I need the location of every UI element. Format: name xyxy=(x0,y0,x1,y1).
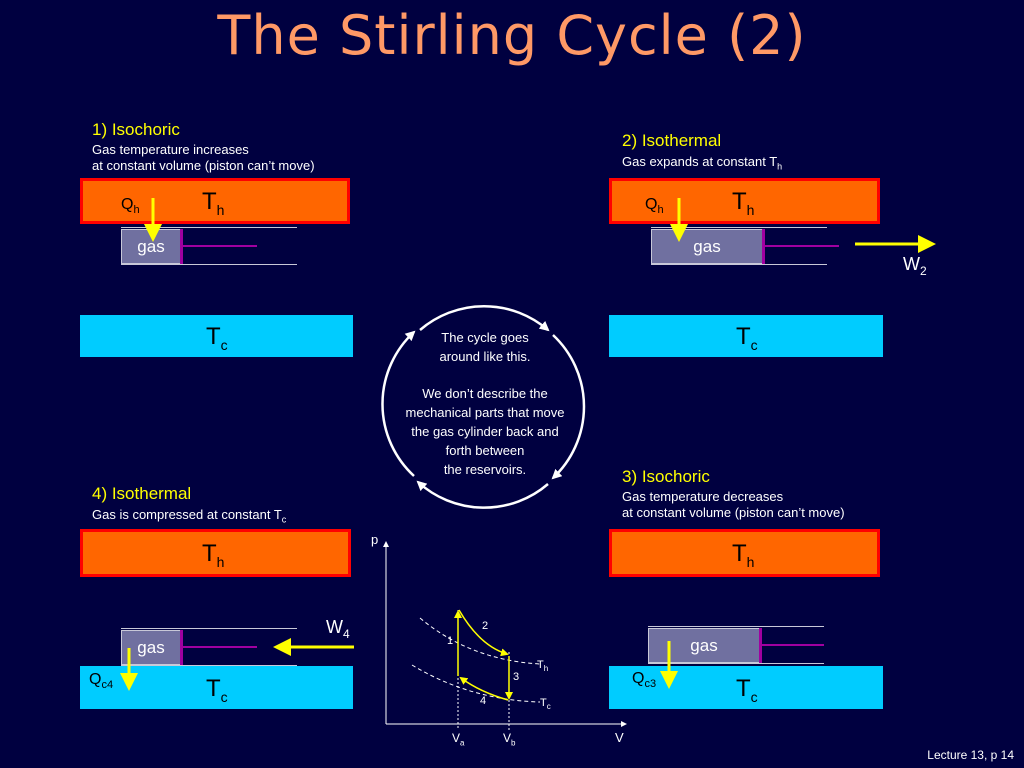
th-label-3: Th xyxy=(732,540,755,570)
pv-v-label: V xyxy=(615,730,624,745)
pv-process-4 xyxy=(459,676,509,701)
step3-description: Gas temperature decreases at constant vo… xyxy=(622,489,845,521)
pv-va-label: Va xyxy=(452,731,465,748)
cycle-note-line2: around like this. xyxy=(439,349,531,364)
step3-desc-line1: Gas temperature decreases xyxy=(622,489,784,504)
cylinder-wall-bottom-3 xyxy=(648,663,824,664)
cylinder-wall-bottom-4 xyxy=(121,665,297,666)
tc-label-4: Tc xyxy=(206,675,228,705)
cycle-note-line1: The cycle goes xyxy=(441,330,529,345)
pv-p-label: p xyxy=(371,532,379,547)
pv-process-2 xyxy=(458,609,509,657)
hot-reservoir-4 xyxy=(80,529,351,577)
qc4-label: Qc4 xyxy=(89,671,114,691)
step4-description: Gas is compressed at constant Tc xyxy=(92,507,287,525)
gas-chamber-4: gas xyxy=(121,630,181,665)
gas-chamber-3: gas xyxy=(648,628,760,663)
qh-label-1: Qh xyxy=(121,196,140,216)
cycle-note-line7: the reservoirs. xyxy=(443,462,527,477)
piston-4 xyxy=(180,630,183,665)
piston-rod-1 xyxy=(183,245,257,247)
step1-desc-line1: Gas temperature increases xyxy=(92,142,249,157)
cycle-note: The cycle goes around like this. We don’… xyxy=(388,328,582,479)
piston-rod-2 xyxy=(765,245,839,247)
cold-reservoir-3 xyxy=(609,666,883,709)
cold-reservoir-2 xyxy=(609,315,883,357)
th-label-1: Th xyxy=(202,188,225,218)
page-title: The Stirling Cycle (2) xyxy=(217,4,807,67)
pv-diagram xyxy=(383,541,627,730)
piston-2 xyxy=(762,229,765,264)
step1-description: Gas temperature increases at constant vo… xyxy=(92,142,315,174)
hot-reservoir-1 xyxy=(80,178,350,224)
step4-heading: 4) Isothermal xyxy=(92,484,192,503)
piston-3 xyxy=(759,628,762,663)
cylinder-wall-bottom-2 xyxy=(651,264,827,265)
tc-label-2: Tc xyxy=(736,323,758,353)
qh-label-2: Qh xyxy=(645,196,664,216)
cycle-note-line5: the gas cylinder back and xyxy=(411,424,559,439)
cylinder-wall-bottom-1 xyxy=(121,264,297,265)
step3-desc-line2: at constant volume (piston can’t move) xyxy=(622,505,845,520)
cylinder-wall-top-2 xyxy=(651,227,827,228)
cylinder-wall-top-3 xyxy=(648,626,824,627)
step2-description: Gas expands at constant Th xyxy=(622,154,783,172)
pv-num-1: 1 xyxy=(447,635,454,647)
pv-tc-label: Tc xyxy=(540,697,551,712)
piston-1 xyxy=(180,229,183,264)
th-isotherm-dashed xyxy=(419,617,541,665)
step2-heading: 2) Isothermal xyxy=(622,131,722,150)
hot-reservoir-3 xyxy=(609,529,880,577)
pv-num-3: 3 xyxy=(513,671,520,683)
th-label-2: Th xyxy=(732,188,755,218)
piston-rod-3 xyxy=(762,644,824,646)
pv-th-label: Th xyxy=(537,659,549,674)
qc3-label: Qc3 xyxy=(632,670,657,690)
w2-label: W2 xyxy=(903,254,927,278)
tc-label-1: Tc xyxy=(206,323,228,353)
pv-num-4: 4 xyxy=(480,695,487,707)
cylinder-wall-top-4 xyxy=(121,628,297,629)
step3-heading: 3) Isochoric xyxy=(622,467,710,486)
cycle-circle xyxy=(381,305,586,509)
cylinder-wall-top-1 xyxy=(121,227,297,228)
step1-heading: 1) Isochoric xyxy=(92,120,180,139)
piston-rod-4 xyxy=(183,646,257,648)
cycle-note-line3: We don’t describe the xyxy=(422,386,548,401)
pv-num-2: 2 xyxy=(482,620,489,632)
w4-label: W4 xyxy=(326,617,350,641)
cold-reservoir-1 xyxy=(80,315,353,357)
cycle-note-line4: mechanical parts that move xyxy=(405,405,565,420)
pv-vb-label: Vb xyxy=(503,731,516,748)
cycle-note-line6: forth between xyxy=(445,443,525,458)
footer-page-label: Lecture 13, p 14 xyxy=(927,748,1014,762)
hot-reservoir-2 xyxy=(609,178,880,224)
tc-isotherm-dashed xyxy=(411,664,541,703)
th-label-4: Th xyxy=(202,540,225,570)
tc-label-3: Tc xyxy=(736,675,758,705)
step1-desc-line2: at constant volume (piston can’t move) xyxy=(92,158,315,173)
